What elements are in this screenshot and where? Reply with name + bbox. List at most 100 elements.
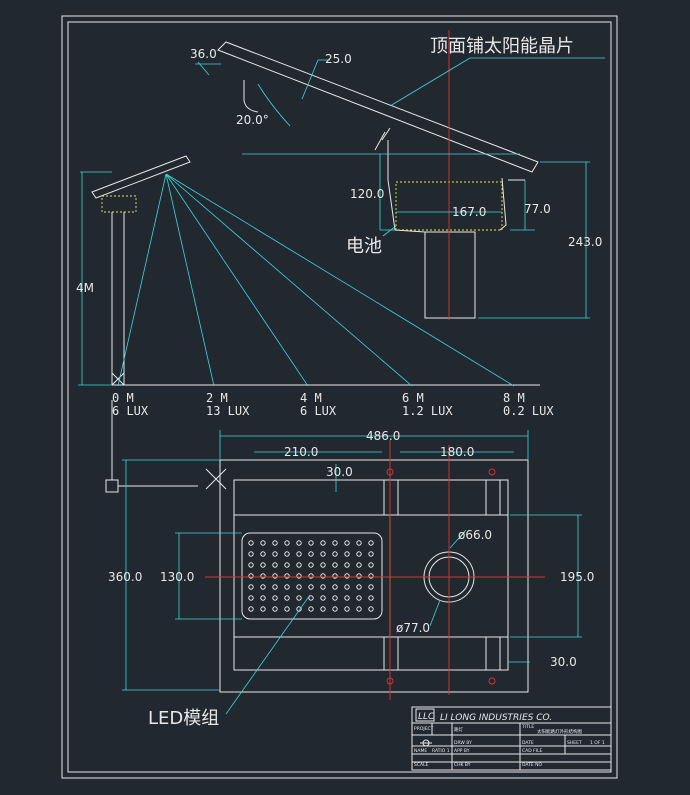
led-dot (344, 562, 350, 568)
led-dot (260, 551, 266, 557)
dim-77: 77.0 (524, 202, 551, 216)
distance-6: 6 M (402, 391, 424, 405)
led-dot (248, 551, 254, 557)
title-label: TITLE (521, 724, 534, 730)
led-dot (272, 540, 278, 546)
led-dot (356, 540, 362, 546)
led-dot (284, 540, 290, 546)
dim-dia-66: ø66.0 (458, 528, 492, 542)
led-dot (320, 606, 326, 612)
led-dot (284, 606, 290, 612)
led-dot (272, 595, 278, 601)
sheet-value: 1 OF 1 (590, 740, 605, 746)
lux-8: 0.2 LUX (503, 404, 554, 418)
led-dot (308, 551, 314, 557)
led-dot (248, 573, 254, 579)
led-dot (248, 540, 254, 546)
dim-36: 36.0 (190, 47, 217, 61)
sheet-label: SHEET (567, 740, 582, 746)
title-value: 太阳能路灯外形结构图 (537, 728, 582, 735)
label-battery: 电池 (346, 236, 382, 257)
led-dot (368, 584, 374, 590)
led-dot (248, 562, 254, 568)
label-led-module: LED模组 (148, 708, 219, 729)
led-dot (320, 551, 326, 557)
led-dot (296, 584, 302, 590)
company-logo: LLC (418, 712, 435, 722)
pole-height-4m: 4M (76, 281, 94, 295)
led-dot (284, 573, 290, 579)
scale-label: SCALE (414, 762, 429, 768)
led-dot (308, 595, 314, 601)
led-dot (260, 540, 266, 546)
ratio-value: RATIO 1 (432, 748, 450, 754)
dim-360: 360.0 (108, 570, 142, 584)
led-dot (320, 540, 326, 546)
panel-side-detail: 36.0 25.0 20.0° 120.0 167.0 77.0 243.0 顶… (190, 30, 605, 320)
led-dot (260, 562, 266, 568)
led-dot (320, 562, 326, 568)
dim-180: 180.0 (440, 445, 474, 459)
led-dot (320, 584, 326, 590)
distance-4: 4 M (300, 391, 322, 405)
led-dot (308, 562, 314, 568)
led-dot (296, 540, 302, 546)
led-dot (332, 540, 338, 546)
inner-frame (67, 21, 612, 773)
led-dot (260, 595, 266, 601)
dim-dia-77: ø77.0 (396, 621, 430, 635)
led-dot (332, 584, 338, 590)
led-dot (344, 551, 350, 557)
label-solar-panel: 顶面铺太阳能晶片 (430, 36, 574, 57)
project-label: PROJECT (414, 726, 434, 732)
led-dot (356, 551, 362, 557)
led-dot (320, 573, 326, 579)
led-dot (296, 573, 302, 579)
led-dot (296, 595, 302, 601)
led-dot (332, 595, 338, 601)
led-dot (332, 606, 338, 612)
outer-frame (61, 15, 618, 779)
led-dot (308, 540, 314, 546)
led-dot (308, 573, 314, 579)
led-dot (368, 573, 374, 579)
dim-167: 167.0 (452, 205, 486, 219)
led-dot (320, 595, 326, 601)
dim-243: 243.0 (568, 235, 602, 249)
lux-0: 6 LUX (112, 404, 149, 418)
lux-2: 13 LUX (206, 404, 250, 418)
led-dot (356, 573, 362, 579)
led-dot (344, 606, 350, 612)
led-dot (356, 595, 362, 601)
led-dot (272, 551, 278, 557)
led-dot (308, 584, 314, 590)
led-dot (356, 562, 362, 568)
led-dot (344, 540, 350, 546)
name-label: NAME (414, 748, 427, 754)
dim-486: 486.0 (366, 429, 400, 443)
led-dot (368, 551, 374, 557)
led-dot (248, 584, 254, 590)
project-value: 路灯 (454, 726, 463, 733)
led-dot (296, 562, 302, 568)
dim-angle-20: 20.0° (236, 113, 269, 127)
dim-195: 195.0 (560, 570, 594, 584)
led-dot (284, 595, 290, 601)
distance-8: 8 M (503, 391, 525, 405)
led-dot (344, 573, 350, 579)
led-dot (284, 584, 290, 590)
led-dot (344, 595, 350, 601)
checked-by: CHK BY (454, 762, 471, 768)
led-dot (272, 562, 278, 568)
led-dot (284, 551, 290, 557)
led-dot (308, 606, 314, 612)
dim-120: 120.0 (350, 187, 384, 201)
drawn-by: DRW BY (454, 740, 472, 746)
light-distribution: 4M 0 M 6 LUX 2 M 13 LUX 4 M 6 LUX 6 M 1.… (76, 155, 554, 418)
led-dot (272, 606, 278, 612)
dim-210: 210.0 (284, 445, 318, 459)
led-dot (272, 573, 278, 579)
led-dot (368, 606, 374, 612)
led-dot (332, 551, 338, 557)
